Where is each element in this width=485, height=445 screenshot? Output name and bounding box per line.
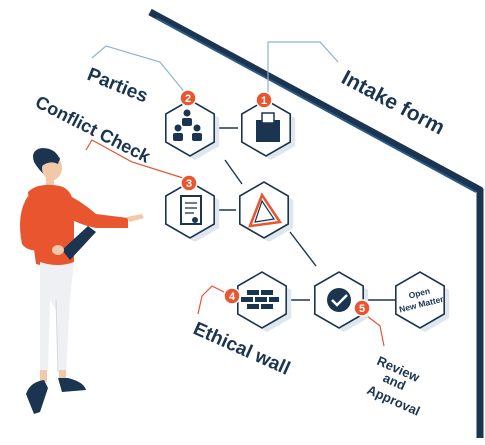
step-label-review-approval: Review and Approval: [365, 353, 423, 419]
people-group-icon: [173, 109, 202, 141]
step-badge-number: 3: [186, 178, 192, 190]
person-illustration: [20, 148, 144, 414]
step-label-ethical-wall: Ethical wall: [190, 318, 293, 379]
certificate-icon: [180, 195, 202, 225]
step-badge-1: 1: [255, 91, 273, 109]
step-badge-5: 5: [353, 299, 371, 317]
triangle-warning-icon: [248, 192, 283, 228]
connector-lines: [208, 127, 396, 301]
panel-outline: [148, 8, 484, 438]
step-label-parties: Parties: [84, 64, 151, 107]
step-badge-3: 3: [180, 174, 198, 192]
document-folder-icon: [256, 112, 280, 142]
brick-wall-icon: [241, 290, 279, 309]
step-badge-number: 2: [185, 93, 191, 105]
approval-seal-icon: [327, 288, 351, 312]
step-badge-number: 1: [261, 95, 267, 107]
hex-node-open-new-matter: [394, 271, 450, 332]
hex-node-center: [239, 181, 294, 242]
step-badge-4: 4: [223, 287, 241, 305]
step-badge-number: 5: [359, 303, 365, 315]
step-badge-number: 4: [229, 291, 236, 303]
step-badge-2: 2: [179, 89, 197, 107]
step-label-intake-form: Intake form: [338, 66, 449, 139]
hex-node-parties: [165, 99, 220, 160]
